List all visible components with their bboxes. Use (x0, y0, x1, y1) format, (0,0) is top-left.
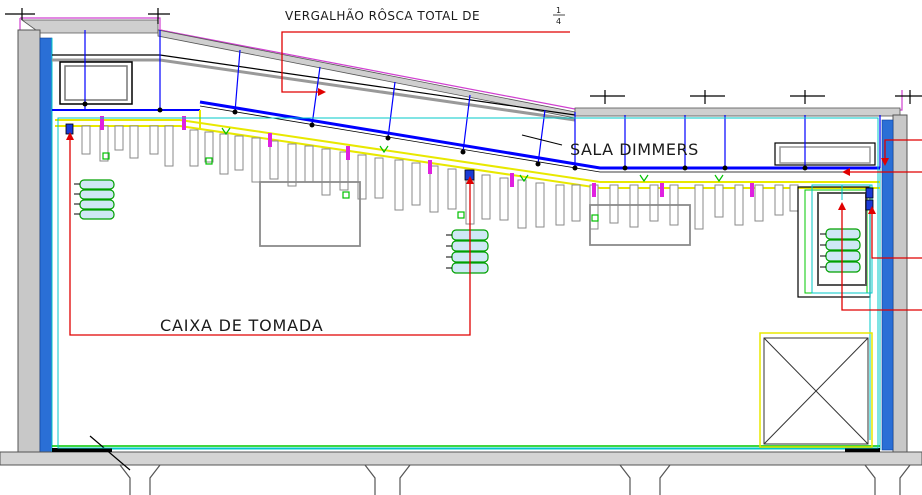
dimmer-room-leader (521, 134, 563, 146)
rod-nodes (82, 101, 808, 171)
equipment-outlines (259, 181, 691, 247)
suspension-rods (84, 30, 881, 168)
roof-markers (5, 8, 922, 104)
left-wall (17, 29, 53, 461)
leader-arrowheads (66, 88, 889, 214)
roof-concrete (20, 19, 901, 119)
floor-beams (119, 464, 911, 495)
dimmer-room-label: SALA DIMMERS (570, 140, 699, 159)
rod-label: VERGALHÃO RÔSCA TOTAL DE (285, 8, 480, 23)
leader-lines (69, 31, 922, 336)
outlet-box-label: CAIXA DE TOMADA (160, 316, 323, 335)
green-markers (102, 127, 724, 222)
x-shaft-icon (759, 332, 873, 448)
rod-fraction-numerator: 1 (556, 6, 561, 15)
magenta-fixtures (100, 116, 754, 197)
rod-fraction-denominator: 4 (556, 17, 561, 26)
right-wall (879, 114, 908, 461)
catwalk-structure (52, 54, 880, 173)
floor-slab (0, 435, 922, 471)
